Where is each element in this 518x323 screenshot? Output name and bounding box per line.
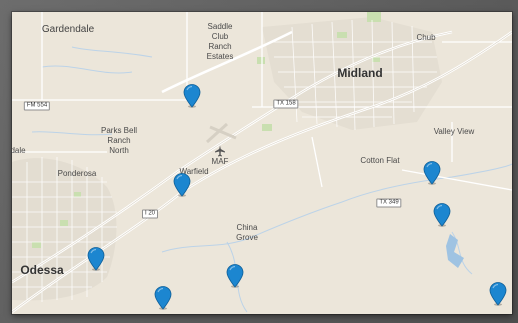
place-label-valley-view: Valley View bbox=[433, 127, 475, 136]
place-label-midland: Midland bbox=[337, 66, 383, 80]
place-label-odessa: Odessa bbox=[20, 263, 64, 277]
place-label-maf: MAF bbox=[211, 157, 229, 166]
place-label-gardendale: Gardendale bbox=[41, 24, 95, 35]
map-marker-4[interactable] bbox=[154, 286, 172, 310]
road-shield-i20: I 20 bbox=[141, 209, 159, 219]
map-marker-7[interactable] bbox=[433, 203, 451, 227]
map-marker-1[interactable] bbox=[183, 84, 201, 108]
road-shield-fm554: FM 554 bbox=[23, 101, 51, 111]
map-marker-5[interactable] bbox=[226, 264, 244, 288]
map-marker-6[interactable] bbox=[423, 161, 441, 185]
map-marker-3[interactable] bbox=[87, 247, 105, 271]
road-shield-tx158: TX 158 bbox=[273, 99, 299, 109]
place-label-parks-bell: Parks Bell Ranch North bbox=[100, 126, 138, 155]
map-marker-2[interactable] bbox=[173, 173, 191, 197]
place-label-chub: Chub bbox=[416, 33, 436, 42]
airplane-icon bbox=[215, 145, 225, 157]
place-label-warfield: Warfield bbox=[179, 167, 209, 176]
place-label-cotton-flat: Cotton Flat bbox=[360, 156, 400, 165]
map-marker-8[interactable] bbox=[489, 282, 507, 306]
place-label-dale: dale bbox=[12, 146, 26, 155]
map-basemap bbox=[12, 12, 512, 314]
place-label-china-grove: China Grove bbox=[236, 223, 258, 242]
place-label-ponderosa: Ponderosa bbox=[57, 169, 97, 178]
place-label-saddle-club: Saddle Club Ranch Estates bbox=[206, 22, 234, 61]
road-shield-tx349: TX 349 bbox=[376, 198, 402, 208]
